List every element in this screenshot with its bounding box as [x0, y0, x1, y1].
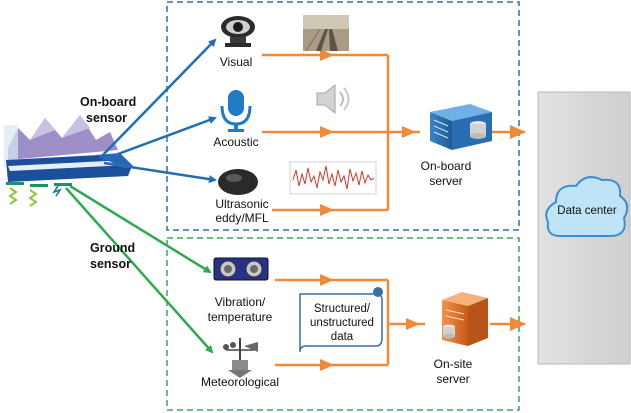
arrow-to-acoustic: [101, 116, 217, 162]
ultrasonic-label: Ultrasonic: [215, 197, 268, 211]
onboard-sensor-label-2: sensor: [86, 111, 127, 125]
structured-data-label: Structured/: [314, 303, 371, 315]
arrow-to-vibration: [69, 184, 212, 274]
microphone-icon: [220, 90, 252, 132]
arrow-to-visual: [99, 38, 217, 159]
railway-photo-thumbnail: [303, 15, 349, 52]
structured-data-label-3: data: [331, 331, 354, 343]
ultrasonic-label-2: eddy/MFL: [215, 211, 269, 225]
vibration-sensor-icon: [213, 257, 269, 281]
onboard-group-box: [166, 1, 520, 231]
onboard-server-label: On-board: [421, 159, 472, 173]
signal-waveform-plot: [289, 161, 377, 195]
train-illustration: [4, 115, 134, 207]
speaker-icon: [316, 83, 350, 115]
webcam-icon: [221, 16, 255, 47]
ground-sensor-label: Ground: [90, 241, 135, 255]
vibration-label: Vibration/: [215, 295, 266, 309]
visual-label: Visual: [220, 55, 252, 69]
onsite-server-label: On-site: [434, 357, 473, 371]
ground-sensor-label-2: sensor: [90, 257, 131, 271]
arrow-to-meteorological: [65, 187, 214, 354]
acoustic-label: Acoustic: [213, 135, 258, 149]
weather-station-icon: [223, 338, 258, 378]
vibration-label-2: temperature: [208, 310, 273, 324]
onboard-server-label-2: server: [429, 174, 462, 188]
structured-data-document-icon: [299, 287, 383, 353]
arrow-to-ultrasonic: [103, 161, 217, 184]
ultrasonic-sensor-icon: [218, 169, 258, 195]
ground-group-box: [166, 237, 520, 411]
data-center-cloud-icon: [545, 176, 629, 237]
data-center-label: Data center: [557, 205, 617, 217]
onsite-server-icon: [442, 292, 488, 346]
onboard-sensor-label: On-board: [80, 95, 136, 109]
onsite-server-label-2: server: [436, 372, 469, 386]
meteorological-label: Meteorological: [201, 375, 279, 389]
orange-arrowheads: [320, 49, 526, 371]
structured-data-label-2: unstructured: [310, 317, 374, 329]
onboard-server-icon: [430, 104, 492, 150]
